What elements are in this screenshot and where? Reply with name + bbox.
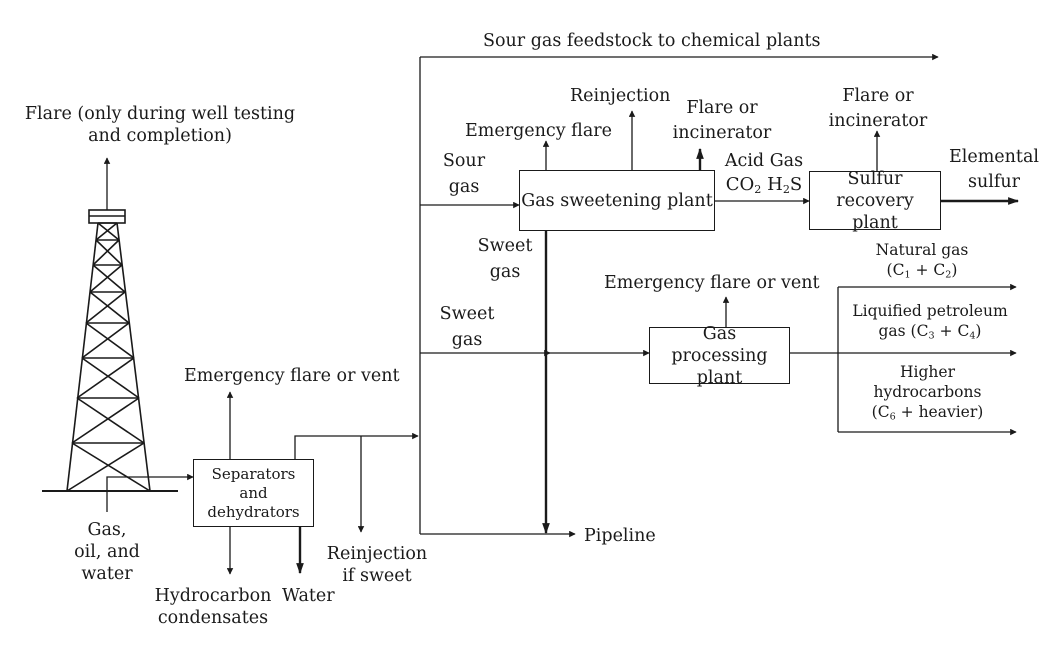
acid-gas-formula: CO2 H2S	[725, 174, 803, 196]
higher-hc-formula: (C6 + heavier)	[871, 403, 984, 423]
pipeline-label: Pipeline	[584, 526, 656, 546]
sweetening-flare-label: Flare or incinerator	[672, 98, 772, 143]
separators-box: Separators and dehydrators	[193, 459, 314, 527]
sulfur-flare-label: Flare or incinerator	[828, 86, 928, 131]
separators-label: Separators and dehydrators	[207, 464, 300, 521]
gas-sweetening-label: Gas sweetening plant	[521, 190, 713, 211]
derrick-icon	[42, 209, 178, 492]
sulfur-recovery-box: Sulfur recovery plant	[809, 169, 941, 233]
reinjection-sweet-label: Reinjection if sweet	[326, 544, 428, 586]
processing-emergency-label: Emergency flare or vent	[604, 273, 820, 293]
higher-hc-label: Higher hydrocarbons (C6 + heavier)	[850, 362, 1005, 422]
gas-sweetening-box: Gas sweetening plant	[519, 170, 715, 231]
natural-gas-formula: (C1 + C2)	[886, 261, 958, 281]
water-label: Water	[282, 586, 335, 606]
separator-output-line	[294, 432, 419, 459]
sep-emergency-label: Emergency flare or vent	[184, 366, 400, 386]
sweet-gas-lower-label: Sweet gas	[439, 304, 495, 350]
gas-processing-box: Gas processing plant	[649, 324, 790, 388]
sweet-gas-upper-label: Sweet gas	[477, 236, 533, 282]
gas-oil-water-label: Gas, oil, and water	[74, 520, 140, 584]
sweetening-reinjection-label: Reinjection	[570, 86, 671, 106]
sour-gas-feedstock-label: Sour gas feedstock to chemical plants	[483, 31, 821, 51]
sweetening-emergency-label: Emergency flare	[465, 121, 612, 141]
flare-top-label: Flare (only during well testing and comp…	[24, 104, 296, 146]
lpg-label: Liquified petroleum gas (C3 + C4)	[850, 301, 1010, 341]
sour-gas-label: Sour gas	[442, 151, 486, 197]
sulfur-recovery-label: Sulfur recovery plant	[836, 168, 914, 233]
elemental-sulfur-label: Elemental sulfur	[948, 147, 1039, 192]
well-to-separator-arrow	[106, 473, 194, 512]
natural-gas-label: Natural gas (C1 + C2)	[862, 240, 982, 280]
hydrocarbon-condensates-label: Hydrocarbon condensates	[154, 586, 272, 628]
acid-gas-label: Acid Gas CO2 H2S	[718, 150, 810, 196]
lpg-formula: gas (C3 + C4)	[878, 322, 982, 342]
gas-processing-label: Gas processing plant	[671, 323, 768, 388]
